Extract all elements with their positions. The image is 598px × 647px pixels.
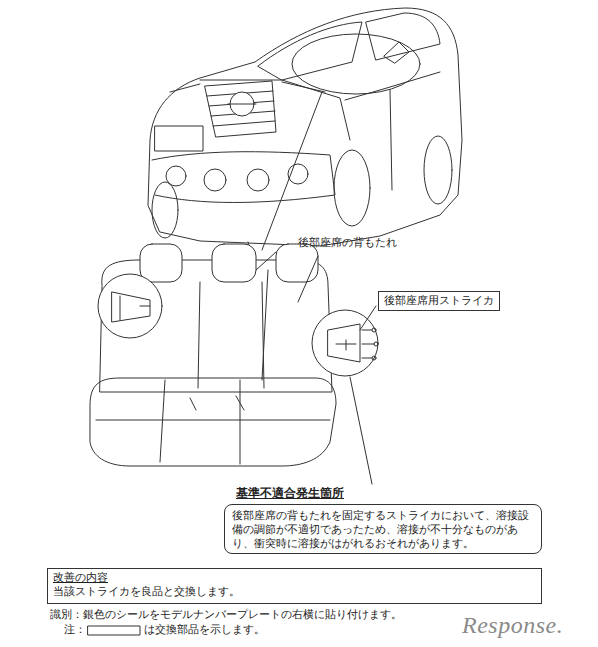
headrest <box>140 244 182 282</box>
striker <box>112 292 150 322</box>
bumper <box>152 152 335 203</box>
highlight-ellipse <box>292 34 420 94</box>
nonconformity-callout: 基準不適合発生箇所後部座席の背もたれを固定するストライカにおいて、溶接設備の調節… <box>224 486 542 554</box>
cushion-seam <box>96 380 330 464</box>
wheel <box>334 150 370 226</box>
fog-lamp <box>204 169 226 191</box>
note-text: は交換部品を示します。 <box>144 623 265 637</box>
hood-line <box>200 80 350 140</box>
license-plate <box>155 126 203 151</box>
wheel <box>424 136 452 204</box>
bolt-head <box>372 328 376 332</box>
arrow-shaft <box>262 92 322 250</box>
car-drawing <box>148 8 462 246</box>
box-body: 当該ストライカを良品と交換します。 <box>53 585 536 599</box>
bolt <box>362 330 374 358</box>
car-body <box>148 8 462 246</box>
backrest-seam <box>198 282 264 388</box>
remedy-box: 改善の内容当該ストライカを良品と交換します。 <box>47 568 542 604</box>
bolt-head <box>372 356 376 360</box>
seat-belt <box>262 270 268 380</box>
buckle <box>190 396 244 410</box>
leader-lines <box>298 256 376 484</box>
watermark: Response. <box>462 610 563 641</box>
leader-line <box>298 256 318 302</box>
wheel <box>152 182 178 238</box>
legend-box-sample <box>88 626 140 635</box>
striker <box>328 324 360 362</box>
grille-bar <box>207 91 275 126</box>
headrest <box>276 244 318 282</box>
leader-line <box>360 306 376 330</box>
label-box: 後部座席用ストライカ <box>378 291 500 311</box>
right-magnifier <box>312 310 378 376</box>
left-magnifier <box>98 274 162 338</box>
callout-heading: 基準不適合発生箇所 <box>236 486 542 502</box>
note-text: 識別：銀色のシールをモデルナンバープレートの右横に貼り付けます。 <box>50 608 402 622</box>
part-label: 後部座席用ストライカ <box>384 294 494 308</box>
bolt-head <box>374 342 378 346</box>
magnifier-circle <box>98 274 162 338</box>
emblem-bar <box>228 104 256 105</box>
headrest <box>212 244 256 282</box>
callout-body: 後部座席の背もたれを固定するストライカにおいて、溶接設備の調節が不適切であったた… <box>224 504 542 555</box>
windshield <box>258 22 362 80</box>
headlamp <box>170 82 325 92</box>
grille <box>205 81 276 137</box>
side-window <box>366 13 440 60</box>
magnifier-circle <box>312 310 378 376</box>
box-heading: 改善の内容 <box>53 571 536 585</box>
leader-line <box>350 377 372 484</box>
door-line <box>345 72 440 190</box>
note-text: 注： <box>64 623 86 637</box>
cushion <box>90 378 336 466</box>
fog-lamp <box>247 169 269 191</box>
part-label: 後部座席の背もたれ <box>298 236 397 250</box>
rear-seat <box>90 244 336 466</box>
